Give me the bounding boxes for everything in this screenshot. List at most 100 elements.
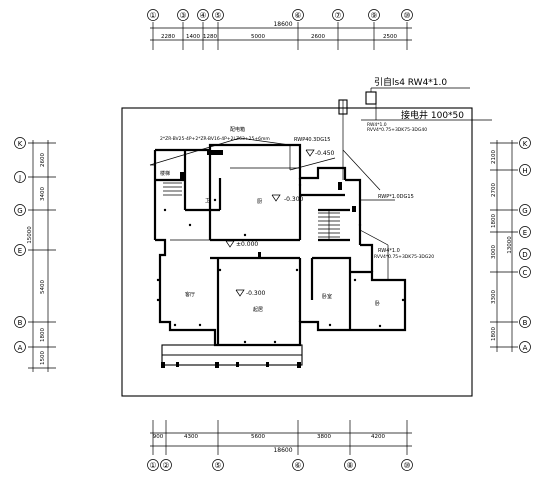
- sub-panel-2: [338, 182, 342, 190]
- left-total-dimension: 15000: [27, 226, 33, 244]
- grid-bubble-bottom-1: ①: [149, 461, 156, 470]
- rw-spec-3: RW4*1.0: [378, 248, 400, 254]
- grid-bubble-bottom-5: ⑤: [214, 461, 221, 470]
- left-dim-3: 5400: [40, 280, 46, 294]
- top-dim-3: 1280: [203, 34, 217, 40]
- bottom-dim-1: 900: [153, 434, 164, 440]
- right-dim-4: 3000: [491, 245, 497, 259]
- left-dim-4: 1800: [40, 328, 46, 342]
- service-entry: 引自ls4 RW4*1.0 接电井 100*50 RW4*1.0 RVV4*0.…: [338, 76, 492, 140]
- sub-panel-4: [258, 252, 261, 258]
- rw-spec-2: RVV4*0.75+3DK75-3DG40: [367, 127, 427, 133]
- grid-bubble-top-6: ⑥: [294, 11, 301, 20]
- grid-bubble-bottom-2: ②: [162, 461, 169, 470]
- rw-spec-4: RVV4*0.75+3DK75-3DG20: [374, 254, 434, 260]
- grid-bubble-bottom-8: ⑧: [346, 461, 353, 470]
- bottom-dim-2: 4300: [184, 434, 198, 440]
- grid-bubble-right-B: B: [523, 319, 528, 327]
- bottom-dim-3: 5600: [251, 434, 265, 440]
- grid-bubble-top-3: ③: [179, 11, 186, 20]
- right-total-dimension: 13000: [507, 236, 513, 254]
- bottom-dimension-chain: 900 4300 5600 3800 4200 18600: [150, 420, 412, 455]
- bottom-total-dimension: 18600: [273, 447, 292, 454]
- room-east-1: 卧室: [322, 293, 332, 300]
- main-panel: [207, 150, 223, 155]
- terrace-columns: [161, 362, 301, 368]
- right-dim-2: 2700: [491, 183, 497, 197]
- room-stair-left: 楼梯: [160, 170, 170, 177]
- right-dimension-chain: 2100 2700 1800 13000 3000 3300 1800: [490, 140, 518, 352]
- terrace: [161, 344, 303, 366]
- room-tags: 楼梯 卫 厨 客厅 起居 卧室 卧: [160, 170, 380, 313]
- top-dim-5: 2600: [311, 34, 325, 40]
- grid-bubble-top-5: ⑤: [214, 11, 221, 20]
- bottom-grid-bubbles: ① ② ⑤ ⑥ ⑧ ⑩: [147, 459, 413, 471]
- level-upper: -0.450: [315, 150, 335, 157]
- grid-bubble-left-E: E: [18, 247, 22, 255]
- grid-bubble-right-K: K: [523, 140, 528, 148]
- top-total-dimension: 18600: [273, 21, 292, 28]
- site-boundary: [121, 107, 473, 397]
- grid-bubble-right-A: A: [523, 344, 528, 352]
- left-grid-bubbles: K J G E B A: [14, 137, 26, 353]
- top-grid-bubbles: ① ③ ④ ⑤ ⑥ ⑦ ⑨ ⑩: [147, 9, 413, 21]
- level-lower: -0.300: [246, 290, 266, 297]
- left-dim-2: 3400: [40, 187, 46, 201]
- feed-spec-1: 2*ZR-BV25-4P+2*ZR-BV16-4P+2LZ63+25+6mm: [160, 136, 270, 142]
- bottom-dim-4: 3800: [317, 434, 331, 440]
- grid-bubble-right-E: E: [523, 229, 527, 237]
- level-mid-left: -0.300: [284, 196, 304, 203]
- grid-bubble-top-9: ⑨: [370, 11, 377, 20]
- stair-treads: [163, 182, 340, 240]
- top-dimension-chain: 18600 2280 1400 1280 5000 2600 2500: [150, 21, 412, 50]
- wiring-runs: [149, 137, 395, 280]
- bottom-dim-5: 4200: [371, 434, 385, 440]
- grid-bubble-top-1: ①: [149, 11, 156, 20]
- room-north: 厨: [257, 199, 262, 205]
- grid-bubble-right-C: C: [523, 269, 528, 277]
- level-main: ±0.000: [236, 241, 258, 248]
- outlet-marks: [156, 183, 405, 344]
- right-dim-3: 1800: [491, 214, 497, 228]
- right-grid-bubbles: K H G E D C B A: [519, 137, 531, 353]
- grid-bubble-bottom-6: ⑥: [294, 461, 301, 470]
- top-dim-1: 2280: [161, 34, 175, 40]
- grid-bubble-top-7: ⑦: [334, 11, 341, 20]
- left-dimension-chain: 2600 3400 15000 5400 1800 1500: [27, 140, 56, 372]
- room-east-2: 卧: [375, 300, 380, 307]
- building-walls: [153, 143, 407, 347]
- panel-label: 配电箱: [230, 126, 245, 133]
- grid-bubble-right-H: H: [522, 167, 527, 175]
- grid-bubble-left-J: J: [18, 174, 21, 182]
- grid-bubble-top-10: ⑩: [403, 11, 410, 20]
- service-entry-label: 引自ls4 RW4*1.0: [374, 76, 447, 88]
- grid-bubble-right-G: G: [522, 207, 527, 215]
- right-dim-6: 1800: [491, 327, 497, 341]
- right-dim-5: 3300: [491, 290, 497, 304]
- rwp-mid: RWP*1.0DG15: [378, 194, 414, 200]
- meter-well-label: 接电井 100*50: [401, 109, 464, 121]
- left-dim-5: 1500: [40, 351, 46, 365]
- grid-bubble-top-4: ④: [199, 11, 206, 20]
- top-dim-4: 5000: [251, 34, 265, 40]
- grid-bubble-left-A: A: [18, 344, 23, 352]
- sub-panel-3: [352, 206, 356, 212]
- top-dim-6: 2500: [383, 34, 397, 40]
- room-small: 卫: [205, 198, 210, 204]
- left-dim-1: 2600: [40, 153, 46, 167]
- distribution-panels: [180, 150, 356, 258]
- grid-bubble-left-G: G: [17, 207, 22, 215]
- grid-bubble-left-K: K: [18, 140, 23, 148]
- annotation-labels: 配电箱 2*ZR-BV25-4P+2*ZR-BV16-4P+2LZ63+25+6…: [160, 126, 434, 297]
- rwp-upper: RWP40.3DG15: [294, 137, 330, 143]
- level-markers: [225, 149, 315, 297]
- sub-panel-1: [180, 172, 184, 180]
- room-west: 客厅: [185, 291, 195, 298]
- room-center: 起居: [253, 307, 263, 313]
- top-dim-2: 1400: [186, 34, 200, 40]
- grid-bubble-right-D: D: [522, 251, 527, 259]
- grid-bubble-bottom-10: ⑩: [403, 461, 410, 470]
- rw-spec-1: RW4*1.0: [367, 122, 387, 128]
- right-dim-1: 2100: [491, 150, 497, 164]
